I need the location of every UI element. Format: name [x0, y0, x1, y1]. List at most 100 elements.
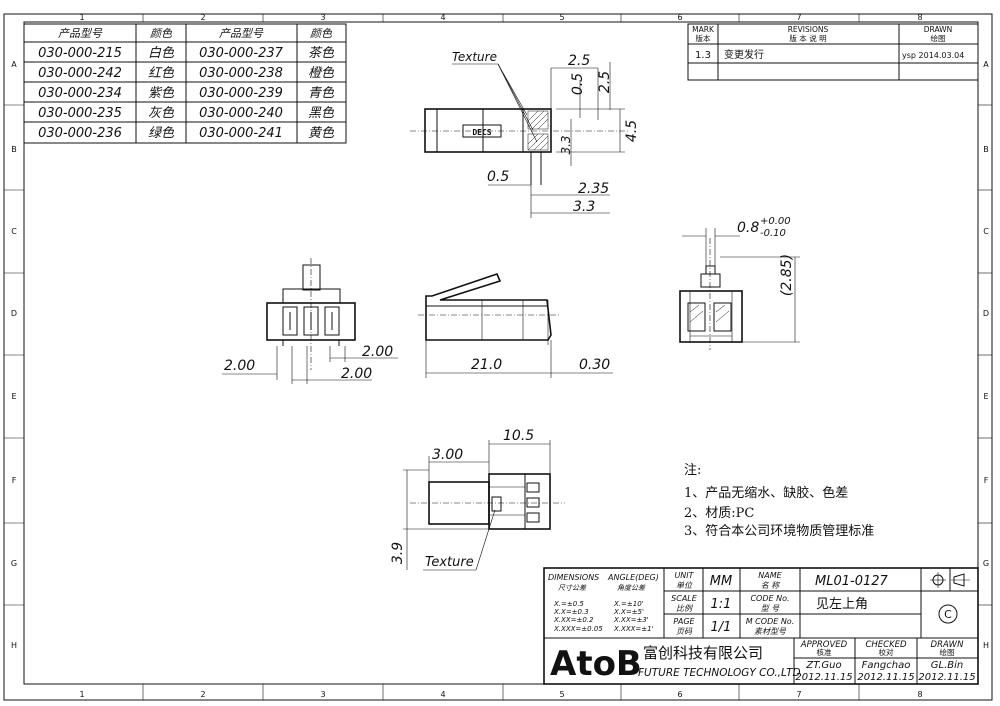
table-cell: 030-000-242 — [38, 66, 122, 81]
dim-end-tol-upper: +0.00 — [760, 216, 791, 227]
col-label-7: 7 — [796, 13, 801, 22]
dim-top-2-35: 2.35 — [578, 181, 609, 197]
row-label-c-right: C — [983, 227, 989, 236]
note-item: 2、材质:PC — [684, 506, 754, 521]
bottom-view: 10.5 3.00 3.9 Texture — [390, 428, 565, 571]
table-cell: 黄色 — [308, 126, 335, 141]
tolerance-value: X.X=±0.3 — [553, 608, 589, 616]
dim-top-2-5-horizontal: 2.5 — [568, 53, 590, 69]
table-cell: 030-000-235 — [38, 106, 122, 121]
notes-title: 注: — [684, 463, 701, 478]
table-cell: 紫色 — [148, 86, 175, 101]
mcode-label-cn: 素材型号 — [754, 627, 787, 636]
company-logo: AtoB — [550, 644, 642, 684]
dim-end-2-85: (2.85) — [779, 254, 795, 296]
table-cell: 茶色 — [308, 46, 335, 61]
col-label-6: 6 — [677, 13, 682, 22]
rev-title-cn: 版 本 说 明 — [789, 33, 826, 43]
approved-by: ZT.Guo — [805, 660, 841, 671]
approved-date: 2012.11.15 — [795, 672, 852, 683]
row-label-c: C — [11, 227, 17, 236]
row-label-g: G — [11, 559, 17, 568]
col-label-5-bottom: 5 — [559, 690, 564, 699]
table-header: 颜色 — [310, 27, 333, 40]
projection-symbol-icon — [930, 572, 970, 588]
table-header: 产品型号 — [219, 27, 264, 40]
unit-value: MM — [710, 574, 732, 589]
company-name-cn: 富创科技有限公司 — [643, 644, 763, 662]
drawn-date: 2012.11.15 — [918, 672, 975, 683]
dim-front-2-00-left: 2.00 — [224, 358, 255, 374]
dim-front-2-00-center: 2.00 — [341, 366, 372, 382]
tol-label-cn: 尺寸公差 — [558, 584, 587, 592]
scale-label-cn: 比例 — [676, 604, 694, 613]
row-label-g-right: G — [983, 559, 989, 568]
notes: 注: 1、产品无缩水、缺胶、色差 2、材质:PC 3、符合本公司环境物质管理标准 — [684, 463, 874, 539]
row-label-d: D — [11, 309, 17, 318]
row-label-h: H — [11, 641, 17, 650]
col-label-7-bottom: 7 — [796, 690, 801, 699]
dim-top-3-3-vertical: 3.3 — [559, 135, 573, 154]
row-label-b-right: B — [983, 145, 989, 154]
col-label-6-bottom: 6 — [677, 690, 682, 699]
col-label-5: 5 — [559, 13, 564, 22]
code-value: 见左上角 — [816, 597, 868, 612]
rev-mark-value: 1.3 — [695, 50, 711, 61]
table-cell: 青色 — [308, 86, 335, 101]
texture-label-bottom: Texture — [425, 555, 474, 570]
end-view: 0.8 +0.00 -0.10 (2.85) — [679, 216, 800, 350]
checked-date: 2012.11.15 — [857, 672, 914, 683]
col-label-3-bottom: 3 — [320, 690, 325, 699]
scale-value: 1:1 — [711, 597, 732, 612]
dim-top-2-5-vertical: 2.5 — [597, 71, 613, 93]
table-cell: 030-000-240 — [199, 106, 283, 121]
dim-top-0-5-vertical: 0.5 — [570, 73, 586, 95]
sheet-border: 1 2 3 4 5 6 7 8 1 2 3 4 5 6 7 8 A B C D … — [3, 13, 993, 701]
tol-angle-label: ANGLE(DEG) — [607, 573, 659, 582]
table-cell: 红色 — [148, 66, 175, 81]
tolerance-value: X.XX=±0.2 — [553, 616, 594, 624]
table-cell: 030-000-234 — [38, 86, 122, 101]
code-label: CODE No. — [750, 594, 789, 603]
col-label-1-bottom: 1 — [79, 690, 84, 699]
texture-label-top: Texture — [452, 50, 497, 64]
col-label-2-bottom: 2 — [200, 690, 205, 699]
dim-bottom-10-5: 10.5 — [503, 428, 534, 444]
angle-tol-label-cn: 角度公差 — [617, 584, 646, 592]
tolerance-value: X.=±0.5 — [553, 600, 584, 608]
col-label-8-bottom: 8 — [917, 690, 922, 699]
table-cell: 030-000-215 — [38, 46, 122, 61]
dim-end-0-8: 0.8 — [737, 220, 759, 236]
dim-bottom-3-00: 3.00 — [432, 447, 463, 463]
dim-front-2-00-right: 2.00 — [362, 344, 393, 360]
rev-drawn-value: ysp 2014.03.04 — [902, 51, 964, 60]
page-label-cn: 页码 — [676, 627, 693, 636]
drawing-name: ML01-0127 — [815, 574, 889, 589]
checked-by: Fangchao — [862, 660, 911, 671]
drawn-by: GL.Bin — [931, 660, 963, 671]
col-label-3: 3 — [320, 13, 325, 22]
angle-tolerance-value: X.XX=±3' — [613, 616, 649, 624]
row-label-e-right: E — [983, 392, 988, 401]
col-label-4: 4 — [440, 13, 445, 22]
table-cell: 黑色 — [308, 106, 335, 121]
rev-description: 变更发行 — [724, 48, 764, 61]
table-cell: 灰色 — [148, 106, 175, 121]
checked-label-cn: 校对 — [879, 647, 894, 657]
rev-drawn-label-cn: 绘图 — [931, 33, 946, 43]
col-label-8: 8 — [917, 13, 922, 22]
row-label-a-right: A — [983, 60, 989, 69]
note-item: 3、符合本公司环境物质管理标准 — [684, 523, 874, 539]
rev-mark-label: MARK — [692, 25, 715, 34]
note-item: 1、产品无缩水、缺胶、色差 — [684, 485, 848, 501]
dim-end-tol-lower: -0.10 — [760, 228, 786, 239]
tol-dimensions-label: DIMENSIONS — [548, 573, 599, 582]
drawn-label: DRAWN — [931, 640, 965, 650]
row-label-a: A — [11, 60, 17, 69]
tolerance-value: X.XXX=±0.05 — [553, 625, 603, 633]
side-view: 21.0 0.30 — [418, 273, 613, 378]
row-label-h-right: H — [983, 641, 989, 650]
angle-tolerance-value: X.=±10' — [613, 600, 644, 608]
dim-top-4-5: 4.5 — [624, 120, 640, 142]
